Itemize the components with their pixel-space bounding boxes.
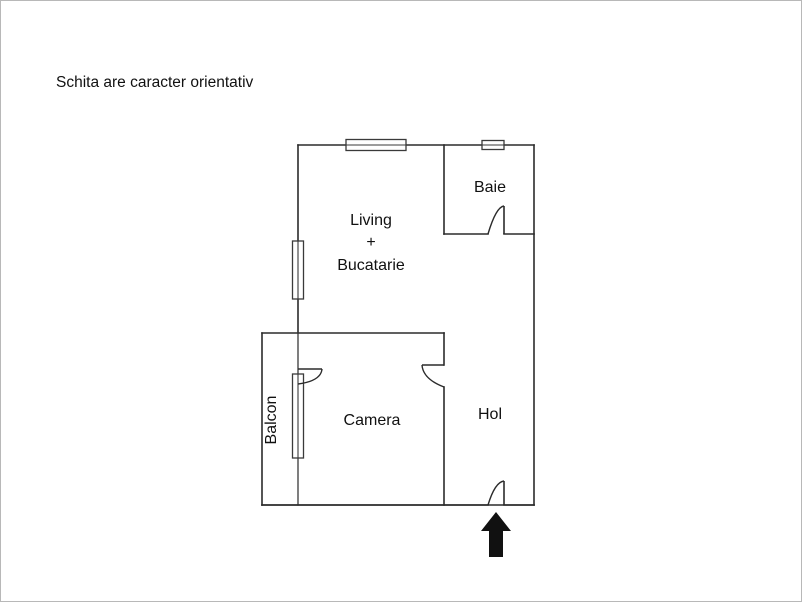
entry-door bbox=[487, 480, 505, 506]
baie-door bbox=[487, 205, 505, 235]
room-label-balcon: Balcon bbox=[263, 396, 280, 445]
room-label-living: Living bbox=[350, 212, 392, 229]
room-label-bucatarie: Bucatarie bbox=[337, 257, 405, 274]
wall-group bbox=[261, 144, 535, 506]
camera-hol-door bbox=[421, 364, 445, 388]
disclaimer-note: Schita are caracter orientativ bbox=[56, 74, 254, 91]
door-group bbox=[297, 205, 505, 506]
baie-top-window bbox=[481, 139, 505, 151]
room-label-camera: Camera bbox=[344, 412, 401, 429]
entry-arrow bbox=[481, 512, 511, 557]
balcon-door bbox=[297, 368, 323, 385]
room-label-hol: Hol bbox=[478, 406, 502, 423]
room-label-living-plus: + bbox=[366, 234, 375, 251]
window-group bbox=[291, 138, 505, 459]
balcon-window bbox=[291, 373, 305, 459]
room-label-group: Living + Bucatarie Baie Balcon Camera Ho… bbox=[263, 179, 506, 444]
living-left-window bbox=[291, 240, 305, 300]
room-label-baie: Baie bbox=[474, 179, 506, 196]
living-top-window bbox=[345, 138, 407, 152]
